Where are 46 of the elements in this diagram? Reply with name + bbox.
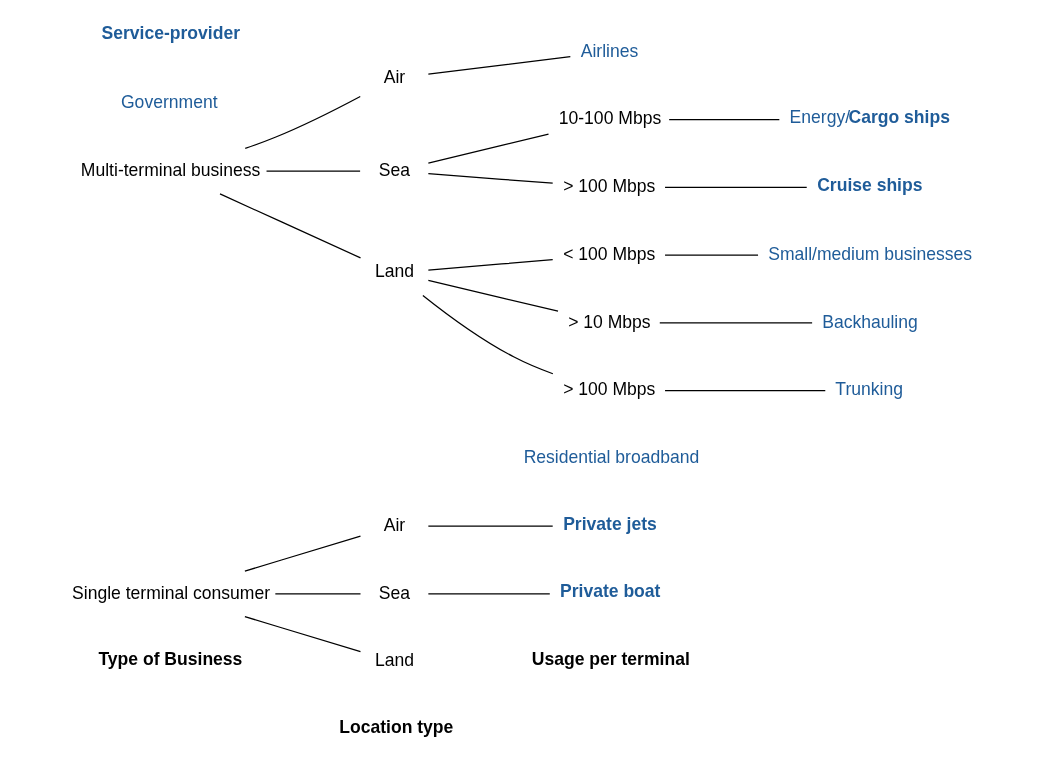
connector (668, 119, 780, 121)
connector (244, 535, 362, 572)
connector (659, 322, 813, 324)
node-text: Government (120, 92, 218, 113)
connector (244, 95, 361, 150)
connector (427, 259, 554, 271)
label: Type of Business (98, 648, 243, 669)
connector (664, 390, 826, 392)
node-text: Backhauling (822, 311, 918, 332)
node-text: Private boat (560, 581, 661, 602)
node-text: Land (374, 650, 415, 671)
node-text: Small/medium businesses (768, 243, 973, 264)
node-text: < 100 Mbps (563, 243, 656, 264)
node-text: Private jets (563, 513, 657, 534)
node-text: Sea (378, 582, 410, 603)
node-text: > 10 Mbps (568, 311, 651, 332)
node-text: Sea (378, 159, 410, 180)
connector (427, 133, 550, 164)
connector (427, 593, 551, 595)
connector (427, 173, 554, 184)
node-text: Trunking (835, 379, 903, 400)
label: Location type (339, 716, 454, 737)
node-text: > 100 Mbps (563, 176, 656, 197)
node-text: > 100 Mbps (563, 379, 656, 400)
connector (427, 56, 571, 75)
connector (274, 593, 362, 595)
connector (664, 254, 759, 256)
connector (219, 193, 362, 259)
connector (427, 525, 554, 527)
label: Usage per terminal (531, 648, 690, 669)
node-text: Energy/Cargo ships (789, 107, 950, 128)
node-text: Airlines (580, 40, 639, 61)
node-text: 10-100 Mbps (558, 108, 662, 129)
connector (664, 186, 808, 189)
node-text: Cruise ships (817, 174, 923, 195)
connector (244, 616, 362, 653)
node-text: Multi-terminal business (80, 159, 261, 180)
node-text: Residential broadband (523, 447, 700, 468)
node-text: Air (383, 514, 406, 535)
connector (427, 279, 559, 312)
node-text: Single terminal consumer (72, 582, 271, 603)
connector (422, 294, 554, 375)
node-text: Air (383, 66, 406, 87)
node-text: Service-provider (101, 23, 241, 44)
node-text: Land (374, 261, 415, 282)
connector (265, 170, 361, 172)
